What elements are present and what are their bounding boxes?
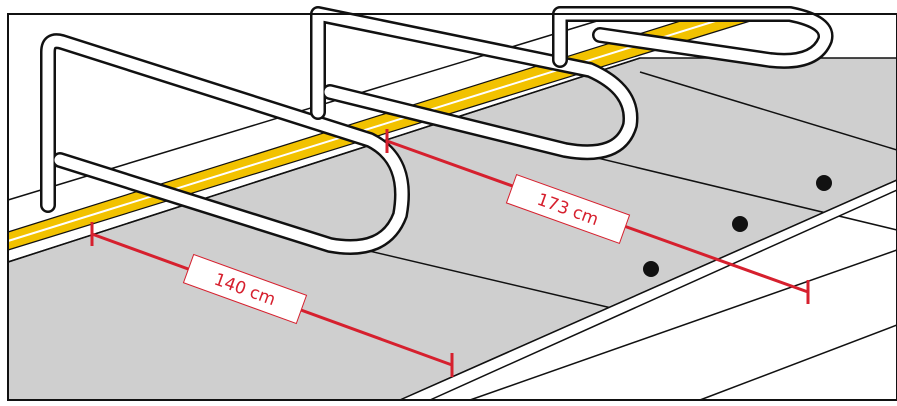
stall-rail-3 (552, 6, 834, 69)
dimension-label-box (505, 174, 631, 244)
drain-hole (732, 216, 748, 232)
stall-rail-1 (40, 33, 410, 255)
kerb-edge (7, 57, 641, 263)
alley-line (699, 324, 897, 401)
alley-line (469, 249, 897, 401)
stall-rail-2 (310, 6, 639, 161)
stall-divider-line (639, 71, 897, 151)
frame (7, 13, 897, 401)
dimension-label-box (182, 253, 308, 325)
drain-hole (816, 175, 832, 191)
drain-hole (643, 261, 659, 277)
stripe-divider (7, 17, 726, 242)
